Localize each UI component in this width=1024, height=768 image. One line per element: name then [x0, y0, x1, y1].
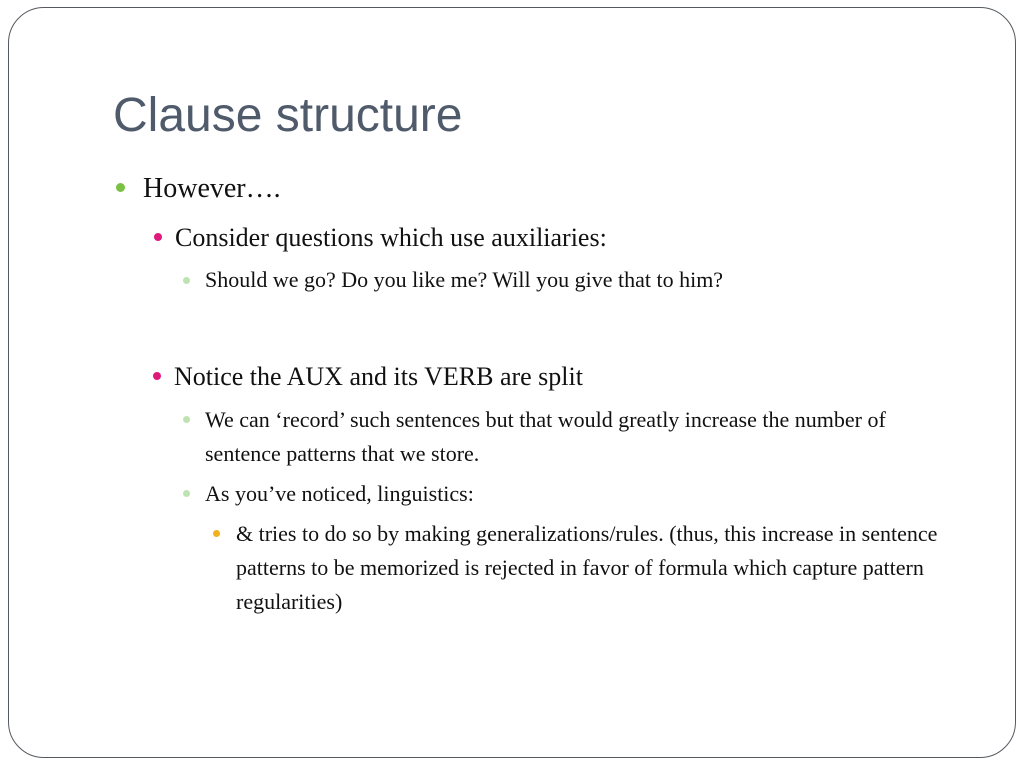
bullet-level3-icon	[183, 490, 190, 497]
bullet-text-level3: As you’ve noticed, linguistics:	[205, 481, 474, 506]
bullet-level2-icon	[153, 372, 161, 380]
bullet-text-level2: Notice the AUX and its VERB are split	[174, 362, 583, 391]
bullet-text-level2: Consider questions which use auxiliaries…	[175, 223, 607, 252]
bullet-level4-icon	[213, 530, 220, 537]
bullet-level1-icon	[116, 183, 125, 192]
slide-frame	[8, 7, 1016, 758]
bullet-text-level3: Should we go? Do you like me? Will you g…	[205, 267, 724, 292]
bullet-level2-icon	[154, 233, 162, 241]
bullet-level3-icon	[183, 277, 190, 284]
slide-title: Clause structure	[113, 89, 463, 142]
bullet-level3-icon	[183, 416, 190, 423]
bullet-text-level3: We can ‘record’ such sentences but that …	[205, 407, 886, 466]
bullet-text-level1: However….	[143, 173, 281, 204]
bullet-text-level4: & tries to do so by making generalizatio…	[236, 521, 938, 614]
